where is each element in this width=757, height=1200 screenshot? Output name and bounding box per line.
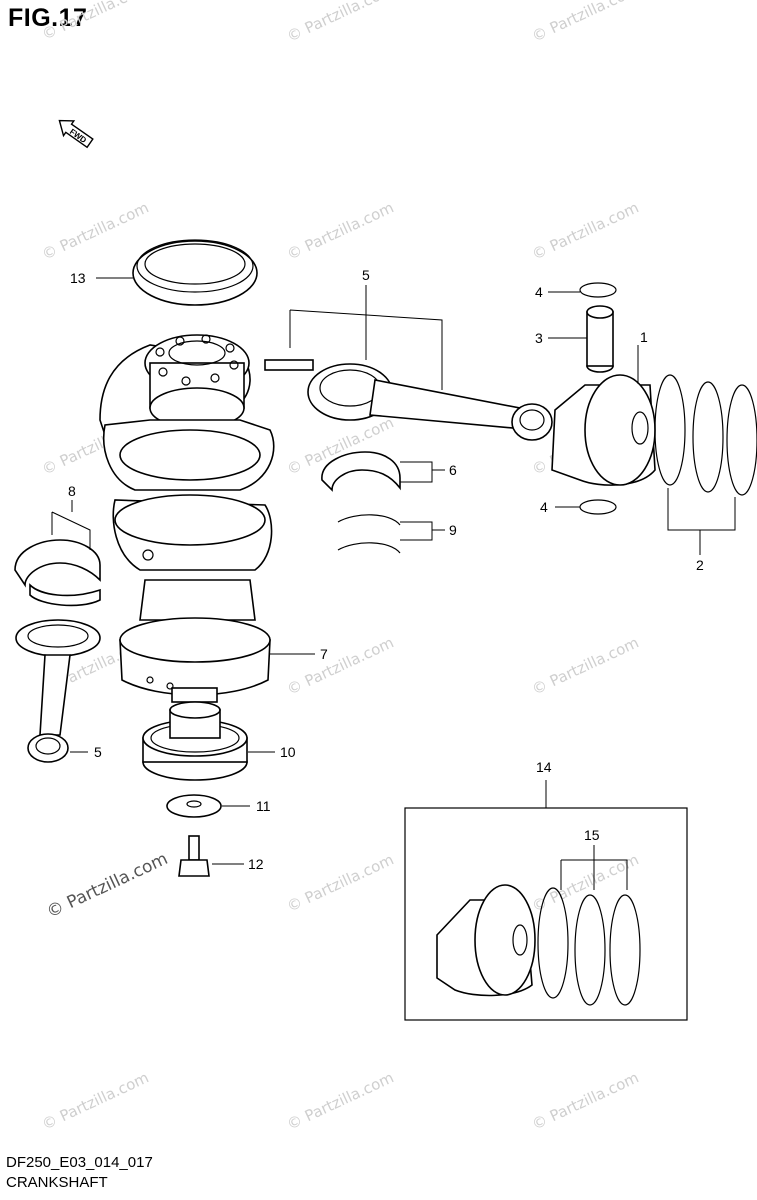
watermark: © Partzilla.com	[39, 198, 152, 263]
conrod-bearing-part	[321, 451, 401, 492]
callout-5-top: 5	[362, 267, 370, 283]
watermark: © Partzilla.com	[284, 198, 397, 263]
callout-4-bottom: 4	[540, 499, 548, 515]
watermark: © Partzilla.com	[529, 633, 642, 698]
callout-12: 12	[248, 856, 264, 872]
crankshaft-gear-part	[142, 701, 248, 781]
callout-15: 15	[584, 827, 600, 843]
callout-13: 13	[70, 270, 86, 286]
main-bearing-part	[14, 539, 101, 607]
piston-assembly-box	[404, 807, 688, 1021]
watermark: © Partzilla.com	[284, 1068, 397, 1133]
watermark: © Partzilla.com	[284, 850, 397, 915]
piston-part	[551, 374, 656, 486]
connecting-rod-part	[15, 619, 101, 763]
washer-part	[166, 794, 222, 818]
piston-ring-kit-part	[537, 887, 641, 1006]
callout-7: 7	[320, 646, 328, 662]
watermark: © Partzilla.com	[529, 198, 642, 263]
piston-ring-set-part	[654, 374, 757, 496]
watermark-main: © Partzilla.com	[44, 849, 171, 923]
callout-4-top: 4	[535, 284, 543, 300]
circlip-upper-part	[579, 282, 617, 298]
callout-10: 10	[280, 744, 296, 760]
bolt-part	[178, 835, 210, 877]
diagram-code: DF250_E03_014_017	[6, 1154, 153, 1171]
callout-1: 1	[640, 329, 648, 345]
watermark: © Partzilla.com	[529, 0, 642, 46]
callout-6: 6	[449, 462, 457, 478]
crankshaft-part	[99, 334, 275, 703]
watermark: © Partzilla.com	[529, 1068, 642, 1133]
watermark: © Partzilla.com	[39, 0, 152, 44]
callout-3: 3	[535, 330, 543, 346]
piston-pin-part	[586, 305, 614, 373]
callout-14: 14	[536, 759, 552, 775]
fwd-arrow-icon: FWD	[58, 119, 94, 149]
callout-9: 9	[449, 522, 457, 538]
callout-8: 8	[68, 483, 76, 499]
diagram-caption: CRANKSHAFT	[6, 1174, 108, 1191]
watermark: © Partzilla.com	[284, 0, 397, 46]
callout-labels: 13 5 4 3 1 6 4 8 9 2 7 5 10 14 11 15 12	[68, 267, 704, 872]
oil-seal-part	[132, 239, 258, 306]
callout-11: 11	[256, 798, 271, 814]
watermark: © Partzilla.com	[39, 1068, 152, 1133]
circlip-lower-part	[579, 499, 617, 515]
callout-5-bottom: 5	[94, 744, 102, 760]
figure-title: FIG.17	[8, 4, 88, 32]
callout-2: 2	[696, 557, 704, 573]
thrust-washer-part	[337, 514, 401, 554]
connecting-rod-upper-part	[264, 359, 553, 441]
watermark: © Partzilla.com	[284, 633, 397, 698]
watermark-layer: © Partzilla.com © Partzilla.com © Partzi…	[39, 0, 642, 1134]
piston-assembly-part	[436, 884, 536, 997]
